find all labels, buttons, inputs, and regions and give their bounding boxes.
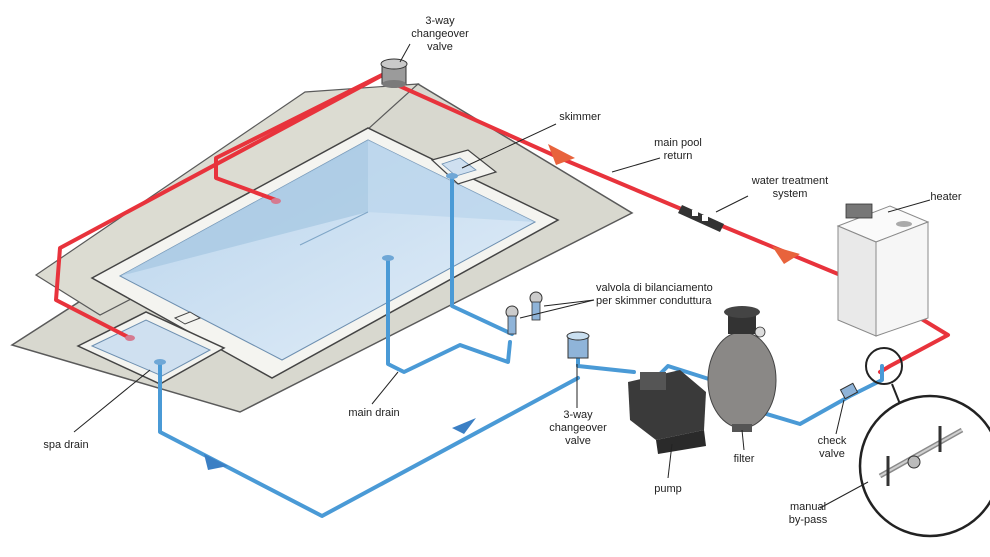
label-valve-top-line1: 3-way: [425, 15, 455, 27]
flow-arrow-icon: [204, 454, 228, 470]
detail-zoom-icon: [858, 347, 990, 538]
return-piping-red: [54, 68, 950, 374]
drain-fittings: [125, 173, 458, 365]
flow-arrow-icon: [452, 418, 476, 434]
label-skimmer: skimmer: [559, 111, 601, 123]
check-valve: [839, 382, 859, 400]
label-valve-top-line2: changeover: [411, 28, 469, 40]
label-check-valve-line1: check: [818, 435, 847, 447]
flow-arrow-icon: [772, 246, 800, 264]
red-pipe-spa-loop: [54, 68, 394, 340]
label-water-treatment-line1: water treatment: [751, 175, 828, 187]
leader-lines: [73, 43, 931, 509]
label-valve-bottom-line1: 3-way: [563, 409, 593, 421]
label-manual-bypass-line2: by-pass: [789, 514, 828, 526]
label-main-drain: main drain: [348, 407, 399, 419]
label-check-valve-line2: valve: [819, 448, 845, 460]
label-spa-drain: spa drain: [43, 439, 88, 451]
valve-top: [380, 58, 408, 88]
label-water-treatment-line2: system: [773, 188, 808, 200]
suction-piping-blue: [158, 174, 884, 518]
main-pool: [90, 127, 560, 379]
valve-handwheel-icon: [505, 291, 543, 335]
label-valve-top-line3: valve: [427, 41, 453, 53]
label-main-pool-return-line2: return: [664, 150, 693, 162]
red-pipe-main-return: [393, 82, 840, 276]
label-main-pool-return-line1: main pool: [654, 137, 702, 149]
filter: [707, 306, 777, 432]
label-valve-bottom-line2: changeover: [549, 422, 607, 434]
red-pipe-pool-loop: [214, 68, 394, 202]
heater: [836, 203, 930, 337]
blue-pipe-skimmer: [450, 174, 514, 336]
water-treatment-unit: [678, 205, 724, 232]
label-pump: pump: [654, 483, 682, 495]
blue-pipe-spa-drain: [158, 360, 580, 518]
flow-arrow-icon: [204, 144, 800, 470]
label-manual-bypass-line1: manual: [790, 501, 826, 513]
label-heater: heater: [930, 191, 962, 203]
pump: [628, 370, 706, 454]
blue-pipe-pump-filter: [658, 364, 714, 382]
valve-bottom: [566, 331, 590, 359]
label-balancing-valves-line1: valvola di bilanciamento: [596, 282, 713, 294]
label-valve-bottom-line3: valve: [565, 435, 591, 447]
red-pipe-heater-outlet: [878, 316, 950, 374]
label-balancing-valves-line2: per skimmer conduttura: [596, 295, 712, 307]
labels: 3-way changeover valve skimmer main pool…: [43, 15, 962, 526]
label-filter: filter: [734, 453, 755, 465]
blue-pipe-main-drain: [386, 256, 512, 374]
flow-arrow-icon: [548, 144, 575, 165]
